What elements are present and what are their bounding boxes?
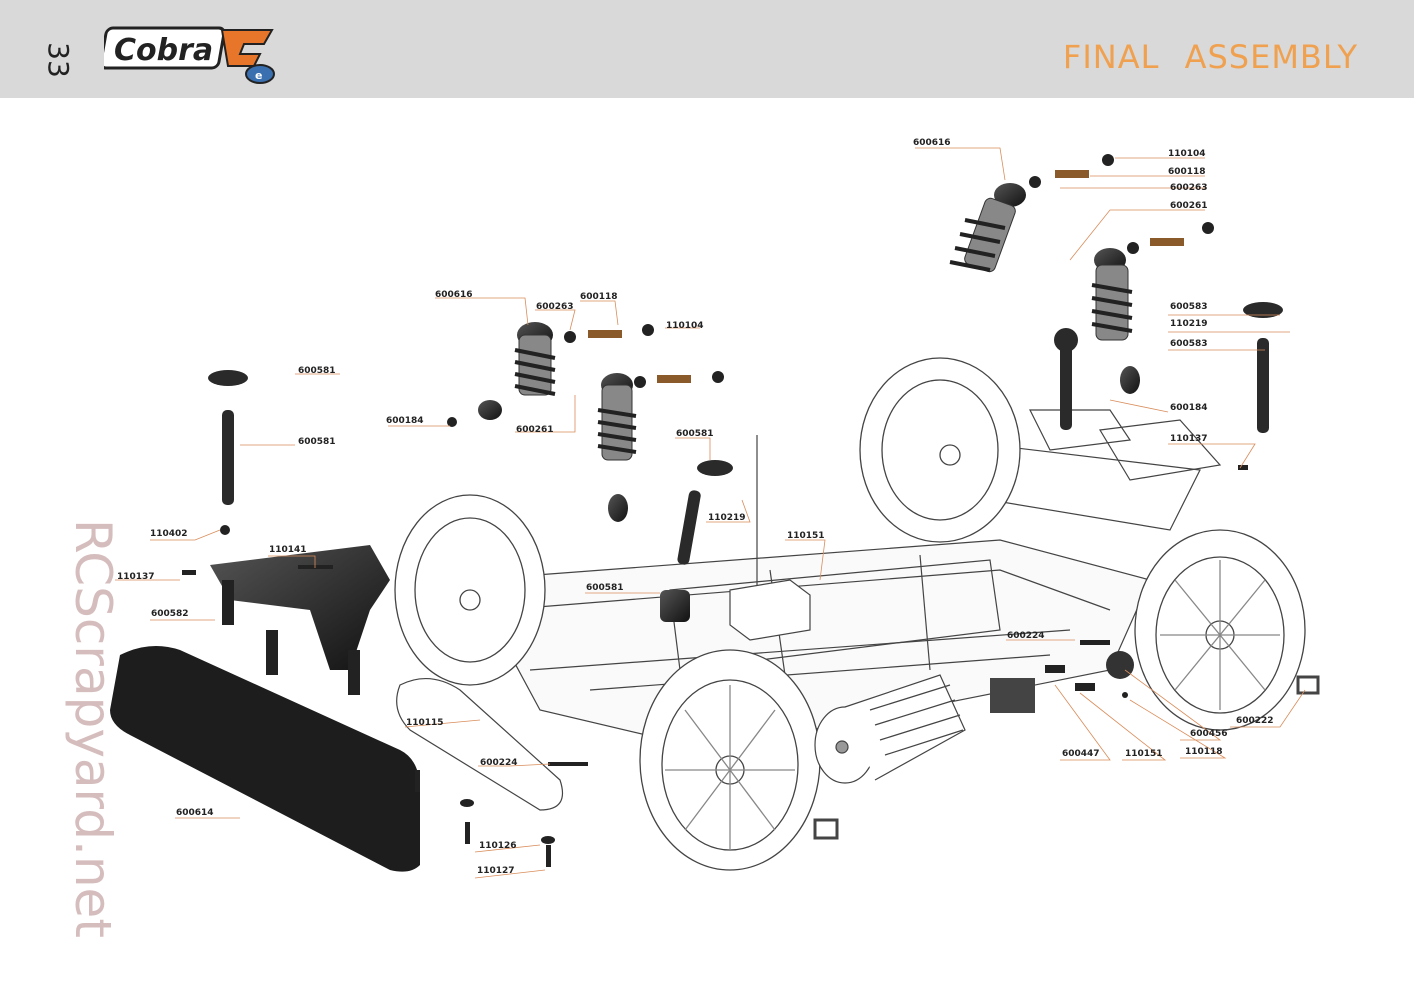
page-header: 33 Cobra e FINAL ASSEMBLY bbox=[0, 0, 1414, 98]
part-label: 600614 bbox=[176, 808, 214, 818]
part-label: 110127 bbox=[477, 866, 515, 876]
part-label: 600581 bbox=[586, 583, 624, 593]
part-label: 600581 bbox=[298, 366, 336, 376]
part-label: 600224 bbox=[1007, 631, 1045, 641]
body-posts bbox=[208, 302, 1283, 565]
shock-front-right bbox=[597, 373, 637, 522]
part-label: 110126 bbox=[479, 841, 517, 851]
shocks bbox=[478, 183, 1140, 522]
front-lower-plate bbox=[396, 677, 564, 811]
receiver-box bbox=[729, 435, 811, 641]
part-label: 600616 bbox=[435, 290, 473, 300]
part-label: 110219 bbox=[708, 513, 746, 523]
part-label: 110151 bbox=[787, 531, 825, 541]
part-label: 110137 bbox=[117, 572, 155, 582]
watermark: RCScrapyard.net bbox=[64, 519, 118, 938]
part-label: 600583 bbox=[1170, 339, 1208, 349]
part-label: 600581 bbox=[298, 437, 336, 447]
shock-front-left bbox=[478, 322, 556, 420]
logo-text: Cobra bbox=[114, 33, 213, 68]
part-label: 600118 bbox=[580, 292, 618, 302]
part-label: 600118 bbox=[1168, 167, 1206, 177]
part-label: 110402 bbox=[150, 529, 188, 539]
bumper-mount bbox=[210, 545, 390, 670]
rear-wing-mount bbox=[1099, 419, 1222, 481]
part-label: 600261 bbox=[516, 425, 554, 435]
watermark-text: RCScrapyard.net bbox=[64, 519, 118, 938]
leader-lines bbox=[115, 147, 1306, 879]
part-label: 110104 bbox=[1168, 149, 1206, 159]
chassis bbox=[469, 409, 1201, 751]
wheel-rear-left bbox=[859, 357, 1021, 543]
part-labels: 600616 110104 600118 600263 600261 60061… bbox=[117, 138, 1274, 876]
section-title: FINAL ASSEMBLY bbox=[1062, 38, 1358, 76]
part-label: 600583 bbox=[1170, 302, 1208, 312]
part-label: 600261 bbox=[1170, 201, 1208, 211]
part-label: 110104 bbox=[666, 321, 704, 331]
svg-text:e: e bbox=[255, 69, 262, 82]
part-label: 600456 bbox=[1190, 729, 1228, 739]
part-label: 110137 bbox=[1170, 434, 1208, 444]
part-label: 600581 bbox=[676, 429, 714, 439]
wheel-front-left bbox=[394, 494, 546, 686]
part-label: 600184 bbox=[386, 416, 424, 426]
part-label: 110115 bbox=[406, 718, 444, 728]
part-label: 600224 bbox=[480, 758, 518, 768]
part-label: 600447 bbox=[1062, 749, 1100, 759]
servo-saver bbox=[660, 590, 690, 622]
part-label: 600616 bbox=[913, 138, 951, 148]
shock-rear-right bbox=[1091, 248, 1140, 394]
front-bumper-foam bbox=[110, 646, 420, 872]
part-label: 110141 bbox=[269, 545, 307, 555]
part-label: 600263 bbox=[1170, 183, 1208, 193]
part-label: 110118 bbox=[1185, 747, 1223, 757]
small-hardware bbox=[182, 417, 1320, 867]
shock-rear-left bbox=[949, 183, 1026, 273]
wheels bbox=[394, 357, 1306, 871]
part-label: 110151 bbox=[1125, 749, 1163, 759]
page-number: 33 bbox=[42, 42, 75, 78]
wheel-front-right bbox=[639, 649, 821, 871]
exploded-assembly-diagram: 600616 110104 600118 600263 600261 60061… bbox=[110, 138, 1320, 879]
part-label: 600263 bbox=[536, 302, 574, 312]
cobra-gte-logo: Cobra e bbox=[104, 26, 275, 84]
part-label: 600582 bbox=[151, 609, 189, 619]
part-label: 600184 bbox=[1170, 403, 1208, 413]
part-label: 110219 bbox=[1170, 319, 1208, 329]
part-label: 600222 bbox=[1236, 716, 1274, 726]
motor bbox=[814, 674, 966, 784]
shock-hardware bbox=[564, 154, 1214, 388]
wheel-rear-right bbox=[1134, 529, 1306, 731]
